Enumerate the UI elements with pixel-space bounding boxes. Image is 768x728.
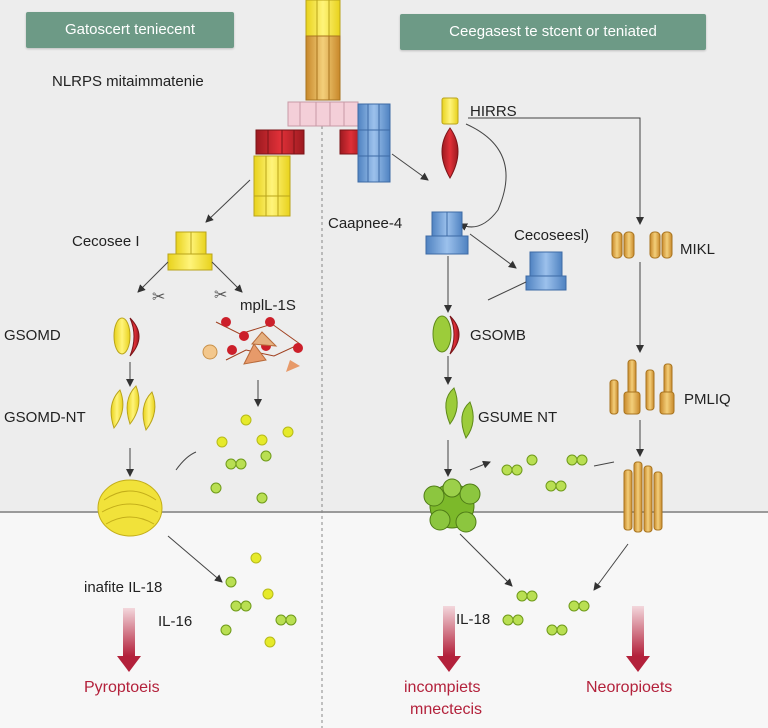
red-complex-left xyxy=(255,129,305,155)
arrows-left xyxy=(126,179,262,583)
label-gsdmb: GSOMB xyxy=(470,327,526,344)
header-left: Gatoscert teniecent xyxy=(26,12,234,48)
caspase-1-shape xyxy=(167,231,213,271)
outcome-necroptosis: Neoropioets xyxy=(586,679,673,696)
label-caspase-mid: Caapnee-4 xyxy=(328,215,403,232)
gsdme-nt-shape xyxy=(445,387,474,440)
necrotic-cell xyxy=(423,478,481,533)
label-nlrp: NLRPS mitaimmatenie xyxy=(52,73,204,90)
scissors-icon: ✂ xyxy=(214,285,227,304)
label-gsdmd-nt: GSOMD-NT xyxy=(4,409,86,426)
mlkl-shape xyxy=(611,231,673,259)
outcome-incomplete-line2: mnectecis xyxy=(410,701,483,718)
label-il16: IL-16 xyxy=(158,613,193,630)
blue-column xyxy=(357,103,391,183)
cytokine-pairs-right xyxy=(501,454,590,636)
label-mlkl: MIKL xyxy=(680,241,716,258)
cytokine-dots-left xyxy=(216,414,294,648)
receptor-column xyxy=(305,0,341,101)
label-caspase-left: Cecosee I xyxy=(72,233,140,250)
outcome-arrows xyxy=(117,606,650,672)
label-il18-right: IL-18 xyxy=(456,611,491,628)
gsdmb-shape xyxy=(432,315,460,355)
arrows-right xyxy=(391,117,644,591)
label-gsdme-nt: GSUME NT xyxy=(478,409,558,426)
outcome-incomplete-line1: incompiets xyxy=(404,679,481,696)
pmlkl-shape xyxy=(609,359,675,415)
label-il18-mature: mplL-1S xyxy=(240,297,296,314)
label-caspase-right: Cecoseesl) xyxy=(514,227,590,244)
gsdmd-shape xyxy=(113,317,140,357)
inflammasome-cluster xyxy=(202,317,303,372)
hirrs-shape xyxy=(441,97,507,231)
gsdmd-nt-shape xyxy=(110,385,156,432)
yellow-complex xyxy=(253,155,291,217)
pyroptotic-cell xyxy=(97,479,163,537)
label-pmlkl: PMLIQ xyxy=(684,391,731,408)
cytokine-pairs-left xyxy=(210,450,297,636)
label-il18-release: inafite IL-18 xyxy=(84,579,163,596)
header-right: Ceegasest te stcent or teniated xyxy=(400,14,706,50)
caspase-4-shape xyxy=(425,211,469,255)
mlkl-pore xyxy=(623,461,663,533)
label-gsdmd: GSOMD xyxy=(4,327,61,344)
scissors-icon: ✂ xyxy=(152,287,165,306)
outcome-pyroptosis: Pyroptoeis xyxy=(84,679,160,696)
caspase-right-shape xyxy=(525,251,567,291)
pink-complex xyxy=(287,101,359,127)
label-hirrs: HIRRS xyxy=(470,103,517,120)
